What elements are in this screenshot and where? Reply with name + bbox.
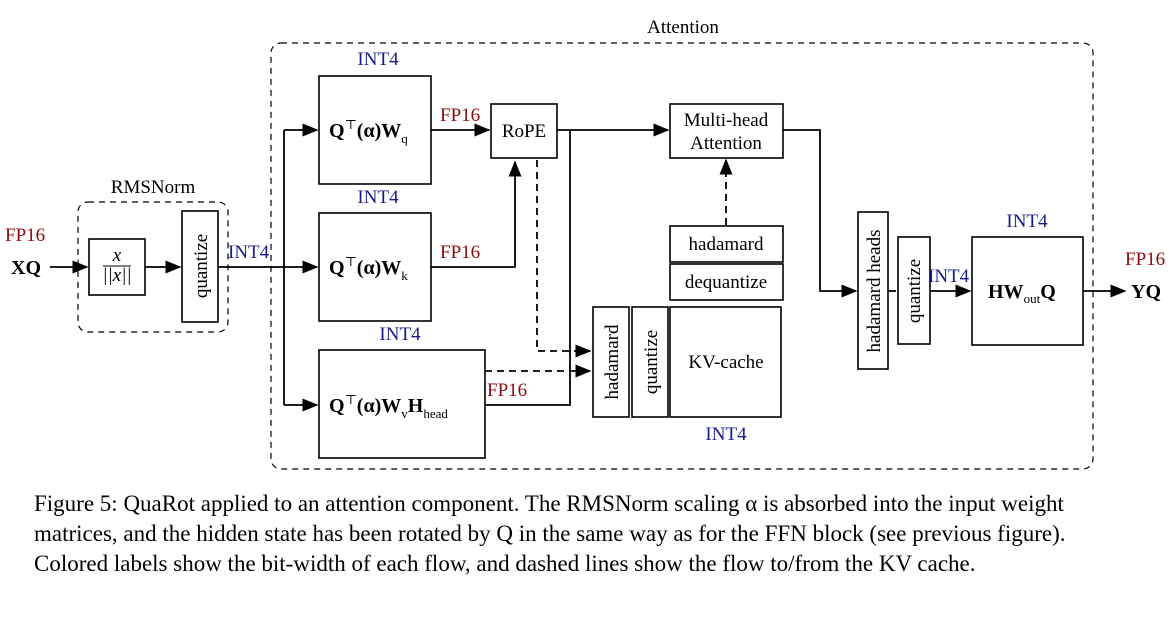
svg-text:Q⊤(α)Wk: Q⊤(α)Wk bbox=[329, 254, 408, 283]
norm-denominator: ||x|| bbox=[102, 265, 131, 286]
figure-caption: Figure 5: QuaRot applied to an attention… bbox=[34, 491, 1066, 576]
svg-text:hadamard heads: hadamard heads bbox=[864, 230, 885, 353]
multi-head-attention-node: Multi-head Attention bbox=[669, 103, 784, 159]
quarot-attention-diagram: Attention RMSNorm XQ YQ x ||x|| quantize bbox=[5, 17, 1165, 470]
svg-text:Q⊤(α)Wq: Q⊤(α)Wq bbox=[329, 117, 408, 146]
svg-text:quantize: quantize bbox=[191, 234, 212, 298]
q-projection-node: Q⊤(α)Wq bbox=[318, 75, 432, 185]
rmsnorm-node: x ||x|| bbox=[88, 238, 146, 296]
v-projection-node: Q⊤(α)WvHhead bbox=[318, 349, 486, 459]
output-projection-node: HWoutQ bbox=[971, 236, 1084, 346]
svg-text:quantize: quantize bbox=[641, 330, 662, 394]
rmsnorm-group-label: RMSNorm bbox=[111, 177, 196, 198]
svg-text:quantize: quantize bbox=[904, 259, 925, 323]
dequantize-node: dequantize bbox=[669, 263, 784, 301]
label-fp16-v: FP16 bbox=[487, 380, 527, 401]
k-projection-node: Q⊤(α)Wk bbox=[318, 212, 432, 322]
label-fp16-input: FP16 bbox=[5, 225, 45, 246]
svg-text:Attention: Attention bbox=[690, 133, 762, 154]
rope-node: RoPE bbox=[490, 103, 558, 159]
quantize-output-node: quantize bbox=[897, 236, 931, 345]
edge-kproj-rope bbox=[431, 160, 522, 268]
svg-text:hadamard: hadamard bbox=[602, 324, 623, 399]
svg-text:RoPE: RoPE bbox=[502, 121, 546, 142]
svg-text:Multi-head: Multi-head bbox=[684, 110, 769, 131]
output-label: YQ bbox=[1131, 281, 1161, 303]
input-label: XQ bbox=[11, 257, 41, 279]
svg-text:KV-cache: KV-cache bbox=[688, 352, 763, 373]
quantize-input-node: quantize bbox=[181, 210, 219, 323]
label-int4-out-in: INT4 bbox=[928, 266, 970, 287]
hadamard-node: hadamard bbox=[669, 225, 784, 263]
label-int4-kv: INT4 bbox=[705, 424, 747, 445]
edge-vproj-mha bbox=[485, 130, 571, 406]
hadamard-heads-node: hadamard heads bbox=[857, 211, 889, 370]
norm-numerator: x bbox=[112, 245, 122, 266]
attention-group-label: Attention bbox=[647, 17, 719, 38]
edge-rope-kv-dashed bbox=[536, 160, 592, 358]
label-int4-q-top: INT4 bbox=[357, 49, 399, 70]
label-fp16-output: FP16 bbox=[1125, 249, 1165, 270]
label-int4-after-quantize: INT4 bbox=[228, 242, 270, 263]
hadamard-kv-node: hadamard bbox=[592, 306, 630, 418]
label-int4-out-top: INT4 bbox=[1006, 211, 1048, 232]
svg-text:dequantize: dequantize bbox=[685, 272, 767, 293]
quantize-kv-node: quantize bbox=[631, 306, 669, 418]
label-fp16-q: FP16 bbox=[440, 105, 480, 126]
svg-text:hadamard: hadamard bbox=[689, 234, 764, 255]
svg-text:HWoutQ: HWoutQ bbox=[988, 281, 1056, 306]
label-int4-q-bottom: INT4 bbox=[357, 187, 399, 208]
kv-cache-node: KV-cache bbox=[669, 306, 782, 418]
label-int4-k-bottom: INT4 bbox=[379, 324, 421, 345]
attention-group bbox=[270, 42, 1094, 470]
label-fp16-k: FP16 bbox=[440, 242, 480, 263]
edge-mha-hadamard-heads bbox=[783, 129, 858, 298]
svg-text:Q⊤(α)WvHhead: Q⊤(α)WvHhead bbox=[329, 392, 448, 421]
